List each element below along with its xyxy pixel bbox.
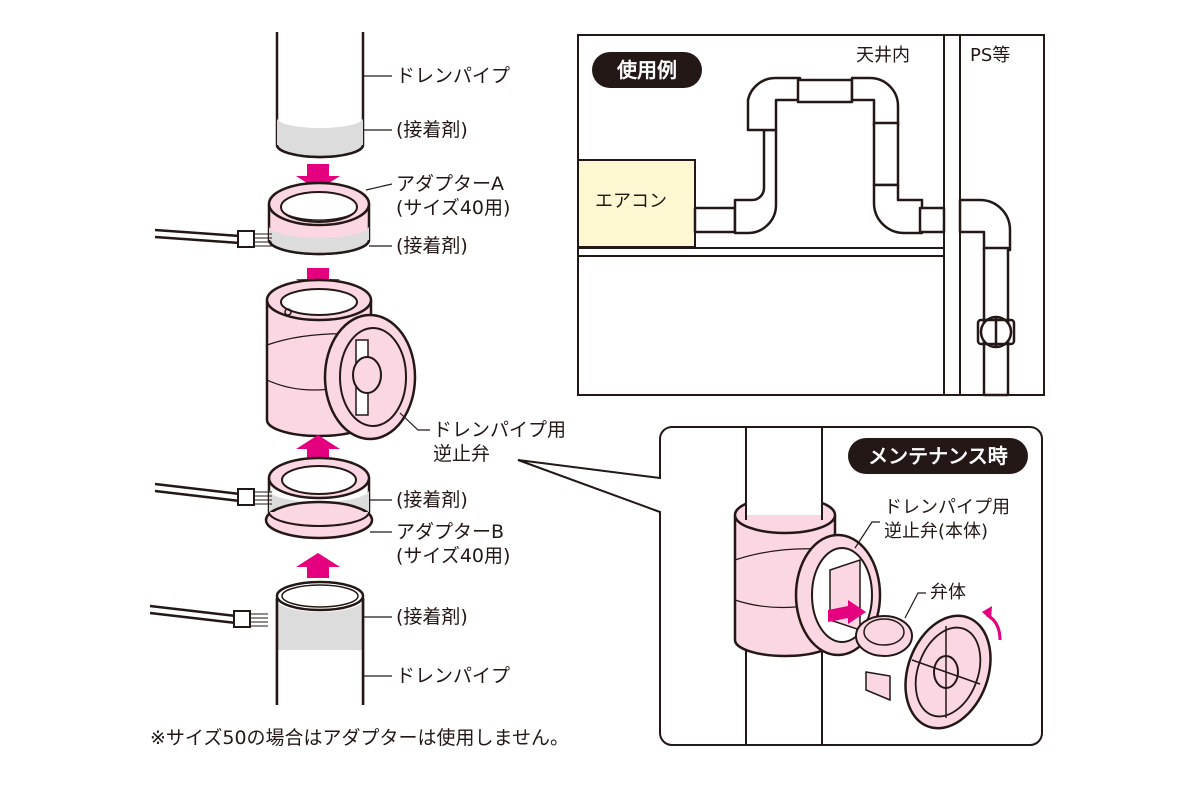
adapter-a	[267, 181, 371, 256]
usage-piping	[693, 76, 1016, 397]
label-valve-body: ドレンパイプ用	[884, 497, 1010, 518]
label-adhesive-3: (接着剤)	[396, 489, 468, 511]
label-adapter-b: アダプターB	[396, 521, 505, 543]
label-check-valve-2: 逆止弁	[433, 443, 491, 465]
label-ceiling: 天井内	[856, 45, 910, 66]
usage-example-badge: 使用例	[592, 52, 702, 88]
insert-arrow-3	[296, 435, 340, 460]
label-adhesive-2: (接着剤)	[396, 235, 468, 257]
label-ps: PS等	[970, 45, 1011, 66]
label-adapter-b-size: (サイズ40用)	[396, 545, 511, 567]
label-drain-pipe-bottom: ドレンパイプ	[396, 665, 511, 687]
size-note: ※サイズ50の場合はアダプターは使用しません。	[150, 727, 569, 749]
drain-pipe-bottom	[275, 580, 365, 705]
insert-arrow-4	[296, 553, 340, 578]
label-drain-pipe-top: ドレンパイプ	[396, 65, 511, 87]
label-adapter-a: アダプターA	[396, 173, 504, 195]
drain-pipe-top	[275, 32, 365, 159]
adhesive-brush-2	[154, 482, 272, 506]
adhesive-brush-3	[149, 604, 268, 628]
maintenance-badge: メンテナンス時	[848, 438, 1028, 474]
label-aircon: エアコン	[595, 191, 667, 212]
label-check-valve: ドレンパイプ用	[433, 419, 567, 441]
insert-arrow-1	[296, 164, 340, 190]
adapter-b	[264, 456, 374, 540]
leader-lines-left	[363, 75, 430, 677]
check-valve-exploded	[265, 278, 417, 441]
leader-lines-right	[854, 521, 926, 619]
label-valve-disc: 弁体	[930, 582, 966, 603]
adhesive-brush-1	[154, 228, 272, 248]
label-valve-body-2: 逆止弁(本体)	[884, 521, 989, 542]
label-adhesive-4: (接着剤)	[396, 606, 468, 628]
maintenance-artwork	[733, 428, 1002, 744]
label-adhesive-1: (接着剤)	[396, 119, 468, 141]
label-adapter-a-size: (サイズ40用)	[396, 197, 511, 219]
